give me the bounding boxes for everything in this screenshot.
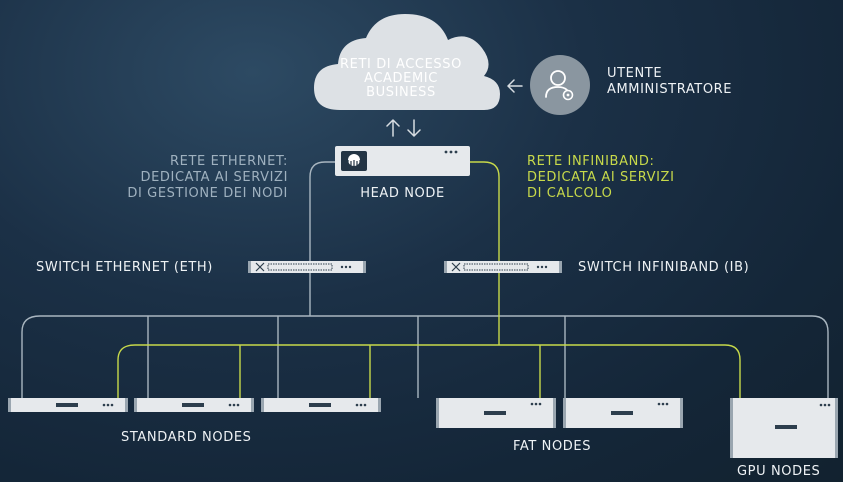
ethernet-switch — [248, 261, 366, 273]
infiniband-note-line3: DI CALCOLO — [527, 186, 613, 201]
fat-nodes-label: FAT NODES — [513, 439, 592, 454]
arrow-down-icon — [407, 119, 421, 137]
infiniband-switch — [444, 261, 562, 273]
access-networks-label: RETI DI ACCESSO ACADEMIC BUSINESS — [316, 58, 486, 100]
standard-node — [8, 398, 128, 412]
ethernet-note-line1: RETE ETHERNET: — [170, 154, 288, 169]
infiniband-note-line1: RETE INFINIBAND: — [527, 154, 655, 169]
fat-node — [563, 398, 683, 428]
fat-node — [436, 398, 556, 428]
gpu-nodes-label: GPU NODES — [737, 464, 821, 479]
gpu-node — [730, 398, 838, 458]
user-label-line2: AMMINISTRATORE — [607, 82, 733, 97]
cloud-line-1: RETI DI ACCESSO — [340, 57, 462, 72]
ethernet-note-line2: DEDICATA AI SERVIZI — [140, 170, 288, 185]
admin-user-icon — [545, 70, 574, 101]
ethernet-wiring — [21, 161, 829, 398]
user-label-line1: UTENTE — [607, 66, 663, 81]
standard-node — [261, 398, 381, 412]
ethernet-note-line3: DI GESTIONE DEI NODI — [127, 186, 288, 201]
arrow-icons — [386, 79, 523, 137]
cloud-line-2: ACADEMIC — [364, 71, 438, 86]
standard-nodes-label: STANDARD NODES — [121, 430, 252, 445]
head-node-server — [335, 146, 470, 176]
cloud-shape — [314, 14, 500, 110]
ethernet-switch-label: SWITCH ETHERNET (ETH) — [36, 260, 213, 275]
infiniband-wiring — [117, 161, 741, 398]
head-node-label: HEAD NODE — [360, 186, 445, 201]
cloud-line-3: BUSINESS — [366, 85, 436, 100]
infiniband-switch-label: SWITCH INFINIBAND (IB) — [578, 260, 750, 275]
admin-user-avatar — [530, 55, 590, 115]
standard-node — [134, 398, 254, 412]
arrow-up-icon — [386, 119, 400, 137]
infiniband-note-line2: DEDICATA AI SERVIZI — [527, 170, 675, 185]
arrow-left-icon — [507, 79, 523, 93]
